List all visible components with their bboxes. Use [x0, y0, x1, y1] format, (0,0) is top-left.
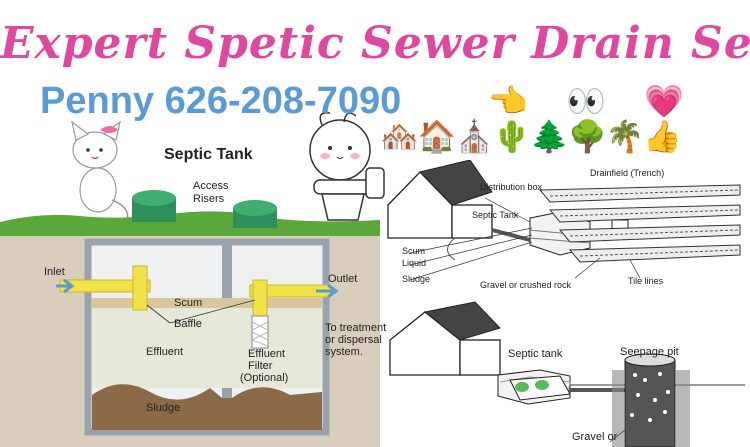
phone-number[interactable]: Penny 626-208-7090 — [40, 80, 402, 122]
outlet-arrow — [316, 283, 339, 299]
grass — [0, 211, 380, 240]
label-outlet: Outlet — [328, 273, 358, 285]
label-treatment-1: To treatment — [325, 322, 387, 334]
seepage-pit — [624, 359, 676, 447]
label-baffle: Baffle — [174, 318, 202, 330]
diagram-title: Septic Tank — [164, 146, 253, 163]
emoji-row-houses-trees: 🏘️🏠⛪🌵🌲🌳🌴👍 — [380, 119, 682, 155]
label-treatment-3: system. — [325, 346, 363, 358]
cat-illustration — [71, 120, 129, 231]
scum-layer — [92, 298, 322, 308]
label-gravel-bottom: Gravel or — [572, 431, 618, 443]
sludge-layer — [92, 384, 322, 430]
label-septic-tank-bottom: Septic tank — [508, 348, 563, 360]
label-gravel-top: Gravel or crushed rock — [480, 280, 572, 290]
label-effluent-filter-3: (Optional) — [240, 372, 289, 384]
label-effluent: Effluent — [146, 346, 184, 358]
label-treatment-2: or dispersal — [325, 334, 382, 346]
label-sludge-top: Sludge — [402, 274, 431, 284]
headline: Expert Spetic Sewer Drain Service — [0, 18, 750, 69]
label-septic-tank-top: Septic Tank — [472, 210, 519, 220]
effluent-layer — [92, 308, 322, 388]
seepage-pit-diagram — [389, 301, 745, 447]
drainfield-diagram — [387, 160, 741, 281]
inlet-arrow — [56, 278, 75, 294]
label-tile-lines: Tile lines — [628, 276, 664, 286]
label-liquid-top: Liquid — [402, 258, 427, 268]
septic-tank-diagram — [0, 120, 380, 447]
label-effluent-filter-1: Effluent — [248, 348, 286, 360]
label-sludge: Sludge — [146, 402, 181, 414]
label-risers: Risers — [193, 193, 225, 205]
emoji-row-pointing-eyes-heart: 👈 👀 💗 — [488, 82, 698, 120]
label-scum: Scum — [174, 297, 203, 309]
label-seepage-pit: Seepage pit — [620, 346, 679, 358]
label-access: Access — [193, 180, 229, 192]
label-effluent-filter-2: Filter — [248, 360, 273, 372]
cartoon-bunny-illustration — [309, 112, 385, 221]
label-inlet: Inlet — [44, 266, 65, 278]
label-drainfield: Drainfield (Trench) — [590, 168, 665, 178]
label-scum-top: Scum — [402, 246, 426, 256]
label-distribution-box: Distribution box — [480, 182, 543, 192]
